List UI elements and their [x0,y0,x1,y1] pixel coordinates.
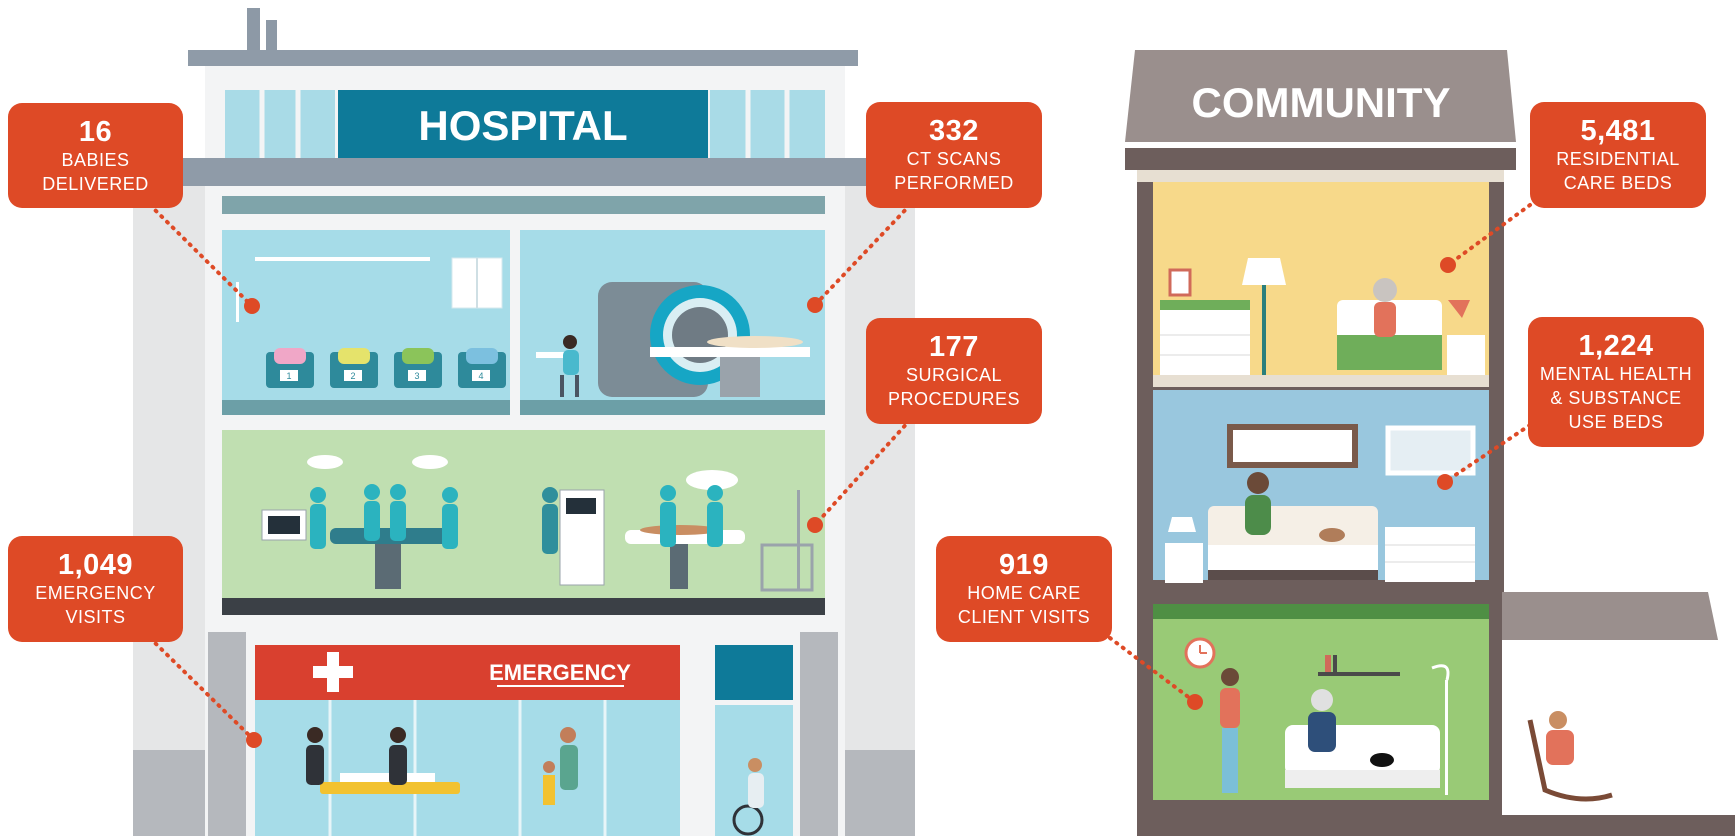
emergency-visits-callout: 1,049 EMERGENCY VISITS [8,536,183,642]
leader-lines [148,203,1532,742]
callout-label: PROCEDURES [887,389,1021,409]
crib: 4 [458,348,506,388]
mental-health-beds-callout: 1,224 MENTAL HEALTH & SUBSTANCE USE BEDS [1528,317,1704,447]
home-care-living-room [1153,604,1489,836]
stretcher [320,782,460,794]
surgeon [707,485,723,501]
callout-label: CARE BEDS [1563,173,1673,193]
callout-label: CLIENT VISITS [957,607,1091,627]
surgical-procedures-callout: 177 SURGICAL PROCEDURES [866,318,1042,424]
callout-label: VISITS [65,607,126,627]
wheelchair-icon [732,804,764,836]
crib: 3 [394,348,442,388]
hospital-building: HOSPITAL 1 2 3 [133,8,915,836]
svg-text:2: 2 [350,371,355,381]
ct-scans-callout: 332 CT SCANS PERFORMED [866,102,1042,208]
callout-label: HOME CARE [967,583,1081,603]
community-building: COMMUNITY [1125,50,1735,836]
callout-label: RESIDENTIAL [1556,149,1680,169]
callout-value: 1,224 [1578,330,1654,362]
surgeon [390,484,406,500]
callout-value: 1,049 [57,549,134,581]
svg-text:3: 3 [414,371,419,381]
callout-label: SURGICAL [905,365,1003,385]
callout-label: USE BEDS [1568,412,1664,432]
ct-scan-room [520,230,825,415]
callout-label: DELIVERED [42,173,149,194]
community-roof [1125,50,1516,142]
callout-value: 5,481 [1580,115,1656,147]
floor-lamp-icon [1242,258,1286,285]
emergency-sign-text: EMERGENCY [489,660,631,685]
callout-label: PERFORMED [894,173,1014,193]
callout-value: 332 [929,115,979,147]
hospital-sign [338,90,708,160]
porch [1502,592,1735,836]
callout-label: BABIES [61,149,130,170]
community-sign-text: COMMUNITY [1192,79,1451,126]
callout-value: 177 [929,331,979,363]
crib: 1 [266,348,314,388]
crib: 2 [330,348,378,388]
surgeon [660,485,676,501]
mental-health-room [1153,390,1489,592]
callout-label: MENTAL HEALTH [1539,364,1693,384]
svg-text:1: 1 [286,371,291,381]
leader-dots [244,257,1456,748]
surgeon [310,487,326,503]
residential-care-beds-callout: 5,481 RESIDENTIAL CARE BEDS [1530,102,1706,208]
rocking-chair-icon [1527,719,1613,802]
cat-icon [1319,528,1345,542]
residential-bedroom [1153,182,1489,387]
babies-delivered-callout: 16 BABIES DELIVERED [8,103,183,208]
maternity-ward: 1 2 3 4 [222,230,510,415]
surgery-floor [222,430,825,615]
surgeon [364,484,380,500]
hospital-sign-text: HOSPITAL [418,102,627,149]
callout-label: EMERGENCY [35,583,156,603]
home-care-visits-callout: 919 HOME CARE CLIENT VISITS [936,536,1112,642]
callout-value: 16 [78,115,113,148]
callout-value: 919 [999,549,1049,581]
surgeon [542,487,558,503]
callout-label: CT SCANS [906,149,1002,169]
emergency-floor: EMERGENCY [208,632,838,836]
callout-label: & SUBSTANCE [1550,388,1682,408]
surgeon [442,487,458,503]
svg-text:4: 4 [478,371,483,381]
